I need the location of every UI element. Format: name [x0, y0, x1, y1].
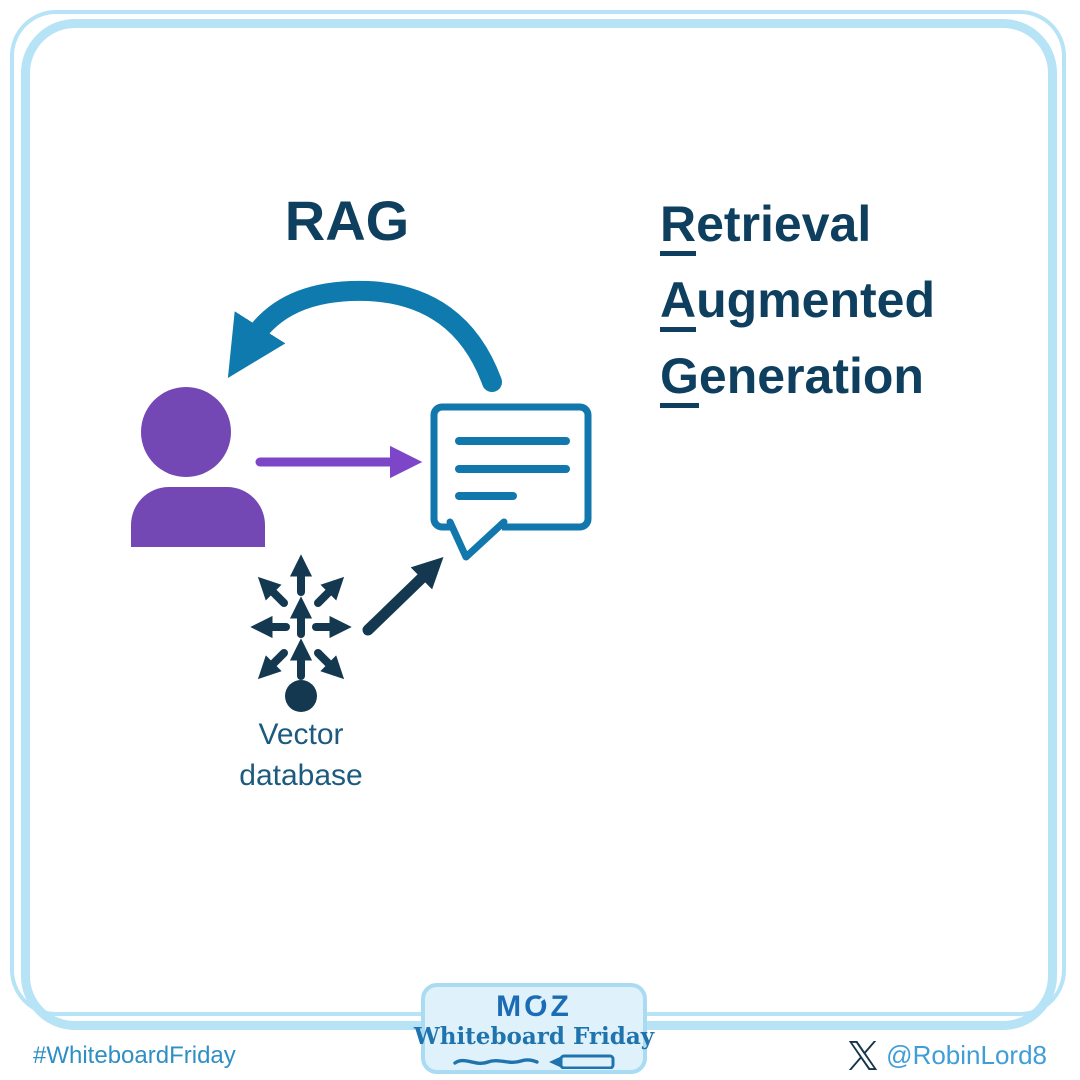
acronym-rest: etrieval: [696, 196, 872, 252]
acronym-line-augmented: Augmented: [660, 262, 935, 338]
chat-message-icon: [430, 403, 592, 561]
page-title: RAG: [284, 189, 410, 252]
handle-text: @RobinLord8: [886, 1040, 1047, 1070]
vector-database-label-line1: Vector: [258, 718, 344, 751]
retrieval-arrow-icon: [362, 557, 444, 636]
acronym-rest: ugmented: [696, 272, 936, 328]
acronym-line-retrieval: Retrieval: [660, 186, 935, 262]
user-icon: [131, 387, 265, 547]
vector-database-label: Vector database: [201, 714, 401, 796]
acronym-initial: G: [660, 349, 699, 408]
hashtag-label: #WhiteboardFriday: [33, 1042, 236, 1069]
acronym-line-generation: Generation: [660, 338, 935, 414]
marker-pen-icon: [453, 1054, 615, 1069]
whiteboard-friday-wordmark: Whiteboard Friday: [413, 1023, 655, 1050]
acronym-expansion: Retrieval Augmented Generation: [660, 186, 935, 414]
x-twitter-icon: [848, 1041, 878, 1070]
vector-database-icon: [250, 554, 352, 712]
moz-logo: MOZ: [496, 992, 572, 1022]
moz-whiteboard-friday-logo: MOZ Whiteboard Friday: [414, 983, 654, 1074]
social-handle: @RobinLord8: [848, 1040, 1047, 1071]
vector-database-label-line2: database: [239, 759, 363, 792]
acronym-rest: eneration: [698, 348, 924, 404]
curved-response-arrow-icon: [227, 280, 502, 392]
acronym-initial: A: [660, 273, 697, 332]
acronym-initial: R: [660, 197, 697, 256]
